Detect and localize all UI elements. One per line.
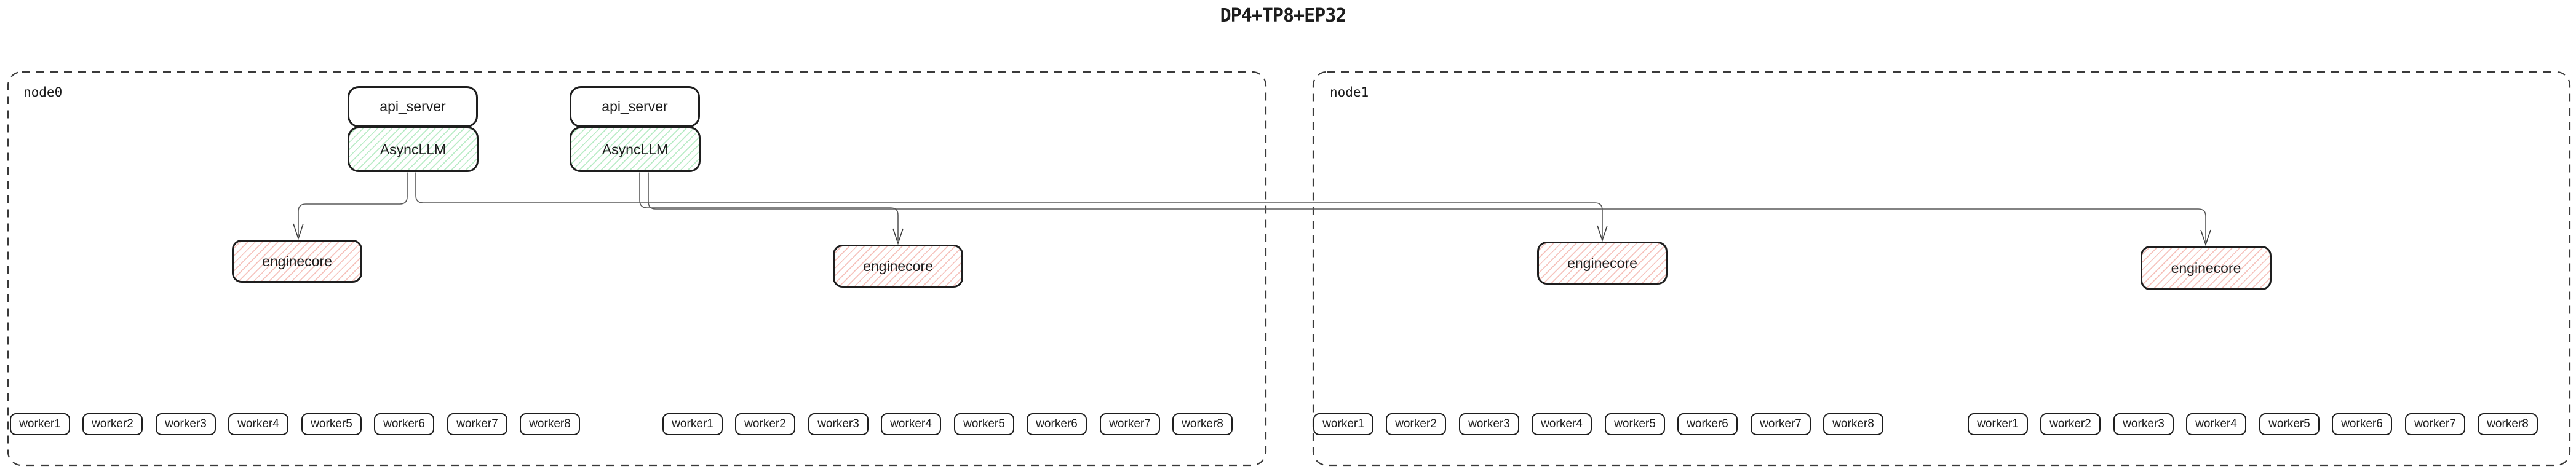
worker-box: worker3 (156, 413, 216, 435)
api-server-box-2: api_server (570, 86, 700, 127)
worker-box: worker2 (2040, 413, 2101, 435)
worker-box: worker4 (1532, 413, 1592, 435)
worker-box: worker7 (1751, 413, 1811, 435)
arrowhead-enginecore3 (1597, 225, 1608, 242)
worker-box: worker1 (662, 413, 723, 435)
edge-asyncllm1-to-enginecore3 (415, 172, 1603, 238)
worker-box: worker6 (374, 413, 434, 435)
arrowhead-enginecore2 (892, 228, 904, 245)
worker-box: worker6 (1677, 413, 1738, 435)
node0-container (7, 71, 1267, 467)
diagram-title: DP4+TP8+EP32 (1220, 5, 1347, 26)
worker-box: worker7 (447, 413, 507, 435)
worker-box: worker3 (2113, 413, 2174, 435)
worker-box: worker4 (2186, 413, 2246, 435)
enginecore-box-3: enginecore (1537, 242, 1668, 285)
worker-box: worker5 (1605, 413, 1665, 435)
enginecore-box-1: enginecore (232, 240, 362, 283)
node1-label: node1 (1330, 85, 1369, 100)
node0-label: node0 (23, 85, 63, 100)
worker-box: worker6 (1027, 413, 1087, 435)
arrowhead-enginecore1 (293, 223, 304, 240)
enginecore-box-2: enginecore (833, 245, 963, 288)
worker-box: worker1 (1313, 413, 1373, 435)
worker-box: worker7 (1100, 413, 1160, 435)
worker-box: worker8 (1172, 413, 1233, 435)
arrowhead-enginecore4 (2200, 229, 2211, 246)
worker-box: worker3 (808, 413, 869, 435)
worker-box: worker2 (82, 413, 143, 435)
asyncllm-box-1: AsyncLLM (348, 127, 479, 172)
worker-box: worker4 (881, 413, 941, 435)
worker-box: worker3 (1459, 413, 1519, 435)
worker-box: worker1 (1968, 413, 2028, 435)
worker-box: worker8 (2478, 413, 2538, 435)
edge-asyncllm1-to-enginecore1 (298, 172, 408, 236)
api-server-box-1: api_server (348, 86, 478, 127)
worker-box: worker8 (520, 413, 580, 435)
worker-box: worker2 (1386, 413, 1446, 435)
edge-asyncllm2-to-enginecore4 (648, 172, 2206, 242)
worker-box: worker5 (2259, 413, 2320, 435)
worker-box: worker1 (10, 413, 70, 435)
worker-box: worker5 (301, 413, 362, 435)
worker-box: worker2 (735, 413, 795, 435)
worker-box: worker7 (2405, 413, 2465, 435)
node1-container (1312, 71, 2571, 467)
edge-asyncllm2-to-enginecore2 (639, 172, 899, 241)
enginecore-box-4: enginecore (2141, 246, 2272, 290)
worker-box: worker8 (1823, 413, 1883, 435)
asyncllm-box-2: AsyncLLM (570, 127, 701, 172)
worker-box: worker4 (228, 413, 288, 435)
worker-box: worker6 (2332, 413, 2392, 435)
worker-box: worker5 (954, 413, 1014, 435)
